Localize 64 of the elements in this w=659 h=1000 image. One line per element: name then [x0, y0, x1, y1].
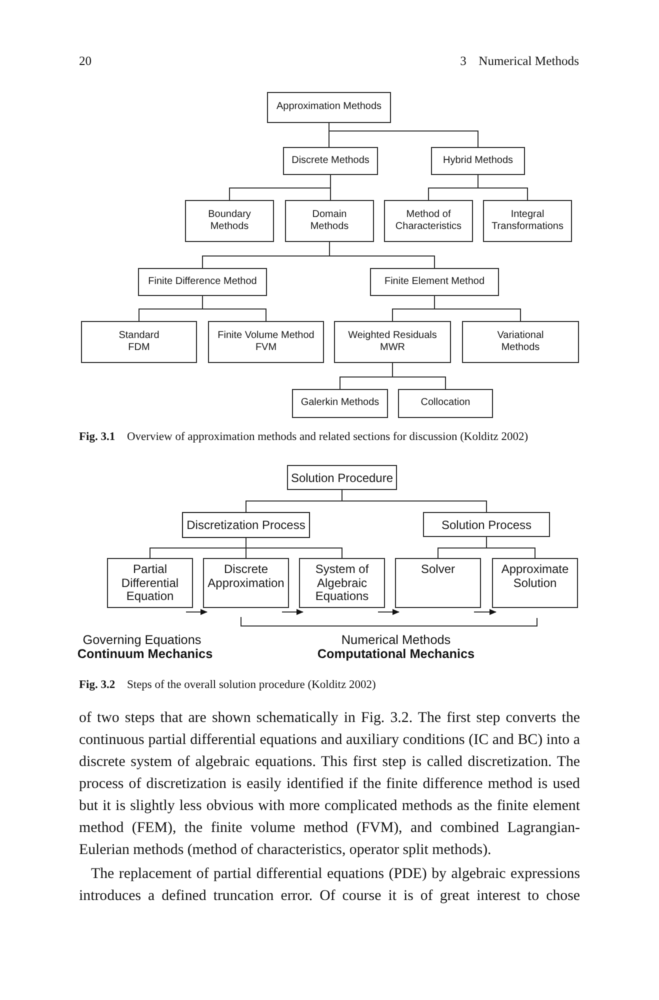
connector-line — [486, 548, 536, 558]
connector-line — [328, 122, 330, 132]
step-box: System of Algebraic Equations — [299, 558, 385, 608]
connector-line — [202, 296, 203, 310]
process-box: Solution Procedure — [287, 465, 397, 490]
connector-line — [438, 548, 487, 558]
arrow — [378, 609, 400, 615]
method-box: Discrete Methods — [283, 147, 378, 175]
section-label: Numerical Methods — [341, 633, 451, 647]
connector-line — [202, 308, 266, 322]
connector-line — [150, 548, 246, 558]
section-label: Governing Equations — [82, 633, 202, 647]
section-label: Continuum Mechanics — [77, 647, 213, 661]
connector-line — [328, 130, 330, 148]
connector-line — [246, 500, 342, 512]
connector-line — [434, 308, 521, 322]
method-box: Integral Transformations — [483, 200, 572, 242]
connector-line — [434, 296, 435, 310]
connector-line — [392, 362, 393, 378]
process-box: Discretization Process — [182, 512, 310, 538]
process-box: Solution Process — [423, 512, 550, 537]
method-box: Collocation — [398, 389, 493, 418]
method-box: Finite Volume Method FVM — [208, 321, 324, 363]
method-box: Galerkin Methods — [292, 389, 388, 418]
method-box: Hybrid Methods — [431, 147, 525, 175]
connector-line — [329, 256, 435, 268]
method-box: Method of Characteristics — [384, 200, 473, 242]
step-box: Approximate Solution — [492, 558, 578, 608]
connector-line — [330, 174, 331, 188]
figure-caption: Fig. 3.1 Overview of approximation methods and related sections for discussion (Kolditz 2002) — [79, 431, 528, 443]
connector-line — [328, 130, 478, 148]
figure-caption: Fig. 3.2 Steps of the overall solution procedure (Kolditz 2002) — [79, 679, 376, 691]
method-box: Approximation Methods — [267, 92, 391, 123]
method-box: Boundary Methods — [185, 200, 274, 242]
connector-line — [246, 548, 342, 558]
connector-line — [330, 188, 331, 200]
method-box: Weighted Residuals MWR — [334, 321, 451, 363]
body-paragraph: The replacement of partial differential equations (PDE) by algebraic expressions introduces a defined truncation error. Of course it is of great interest to chose — [79, 865, 580, 906]
method-box: Standard FDM — [81, 321, 197, 363]
connector-line — [229, 188, 331, 200]
section-label: Computational Mechanics — [317, 647, 475, 661]
connector-line — [478, 188, 528, 200]
connector-line — [340, 376, 393, 390]
step-box: Solver — [395, 558, 481, 608]
method-box: Domain Methods — [285, 200, 374, 242]
arrow — [474, 609, 496, 615]
connector-line — [392, 308, 435, 322]
connector-line — [392, 376, 446, 390]
connector-line — [138, 308, 203, 322]
arrow — [186, 609, 208, 615]
running-header: 3 Numerical Methods — [460, 54, 579, 69]
body-paragraph: of two steps that are shown schematically in Fig. 3.2. The first step converts the continuous partial differential equations and auxiliary conditions (IC and BC) into a discrete system of algebraic equations. This first step is called discretization. The process of discretization is easily identified if the finite difference method is used but it is slightly less obvious with more complicated methods as the finite element method (FEM), the finite volume method (FVM), and combined Lagrangian-Eulerian methods (method of characteristics, operator split methods). — [79, 709, 580, 860]
method-box: Finite Difference Method — [138, 268, 267, 296]
step-box: Partial Differential Equation — [107, 558, 193, 608]
page-number: 20 — [79, 54, 92, 69]
step-box: Discrete Approximation — [203, 558, 289, 608]
connector-line — [486, 536, 487, 548]
connector-line — [342, 500, 487, 512]
connector-line — [329, 242, 330, 256]
arrow — [282, 609, 304, 615]
method-box: Variational Methods — [462, 321, 579, 363]
method-box: Finite Element Method — [370, 268, 499, 296]
connector-line — [202, 256, 330, 268]
connector-line — [428, 188, 478, 200]
